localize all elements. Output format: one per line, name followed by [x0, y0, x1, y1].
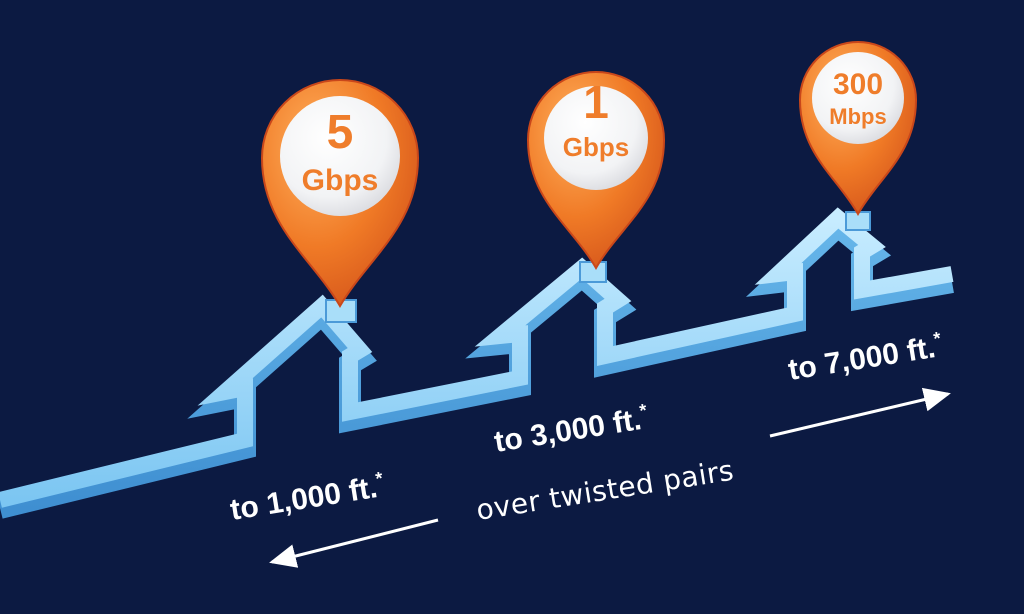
pin-1-value: 5: [327, 106, 354, 159]
speed-pin-1: 5 Gbps: [260, 79, 420, 308]
speed-pin-2: 1 Gbps: [526, 71, 666, 271]
house-pipeline: [0, 207, 954, 519]
pin-3-unit: Mbps: [829, 104, 886, 129]
arrow-right-icon: [769, 387, 951, 438]
svg-text:to 1,000 ft.*: to 1,000 ft.*: [228, 468, 387, 527]
pin-2-value: 1: [583, 76, 609, 128]
pin-1-disc: [280, 96, 400, 216]
distance-2-text: to 3,000 ft.: [492, 403, 644, 459]
chimney-2: [579, 261, 607, 283]
speed-pin-3: 300 Mbps: [798, 41, 918, 217]
pin-3-disc: [812, 52, 904, 144]
arrow-left-icon: [269, 518, 439, 568]
distance-3-mark: *: [932, 328, 942, 349]
caption-text: over twisted pairs: [474, 454, 736, 527]
distance-label-1: to 1,000 ft.*: [228, 468, 387, 527]
distance-1-text: to 1,000 ft.: [228, 471, 380, 527]
svg-text:to 7,000 ft.*: to 7,000 ft.*: [786, 328, 945, 387]
pin-2-unit: Gbps: [563, 132, 629, 162]
distance-3-text: to 7,000 ft.: [786, 331, 938, 387]
pin-3-value: 300: [833, 68, 883, 101]
pin-2-disc: [544, 86, 648, 190]
distance-label-3: to 7,000 ft.*: [786, 328, 945, 387]
pin-1-unit: Gbps: [302, 164, 379, 197]
distance-2-mark: *: [638, 400, 648, 421]
svg-text:to 3,000 ft.*: to 3,000 ft.*: [492, 400, 651, 459]
distance-label-2: to 3,000 ft.*: [492, 400, 651, 459]
distance-1-mark: *: [374, 468, 384, 489]
